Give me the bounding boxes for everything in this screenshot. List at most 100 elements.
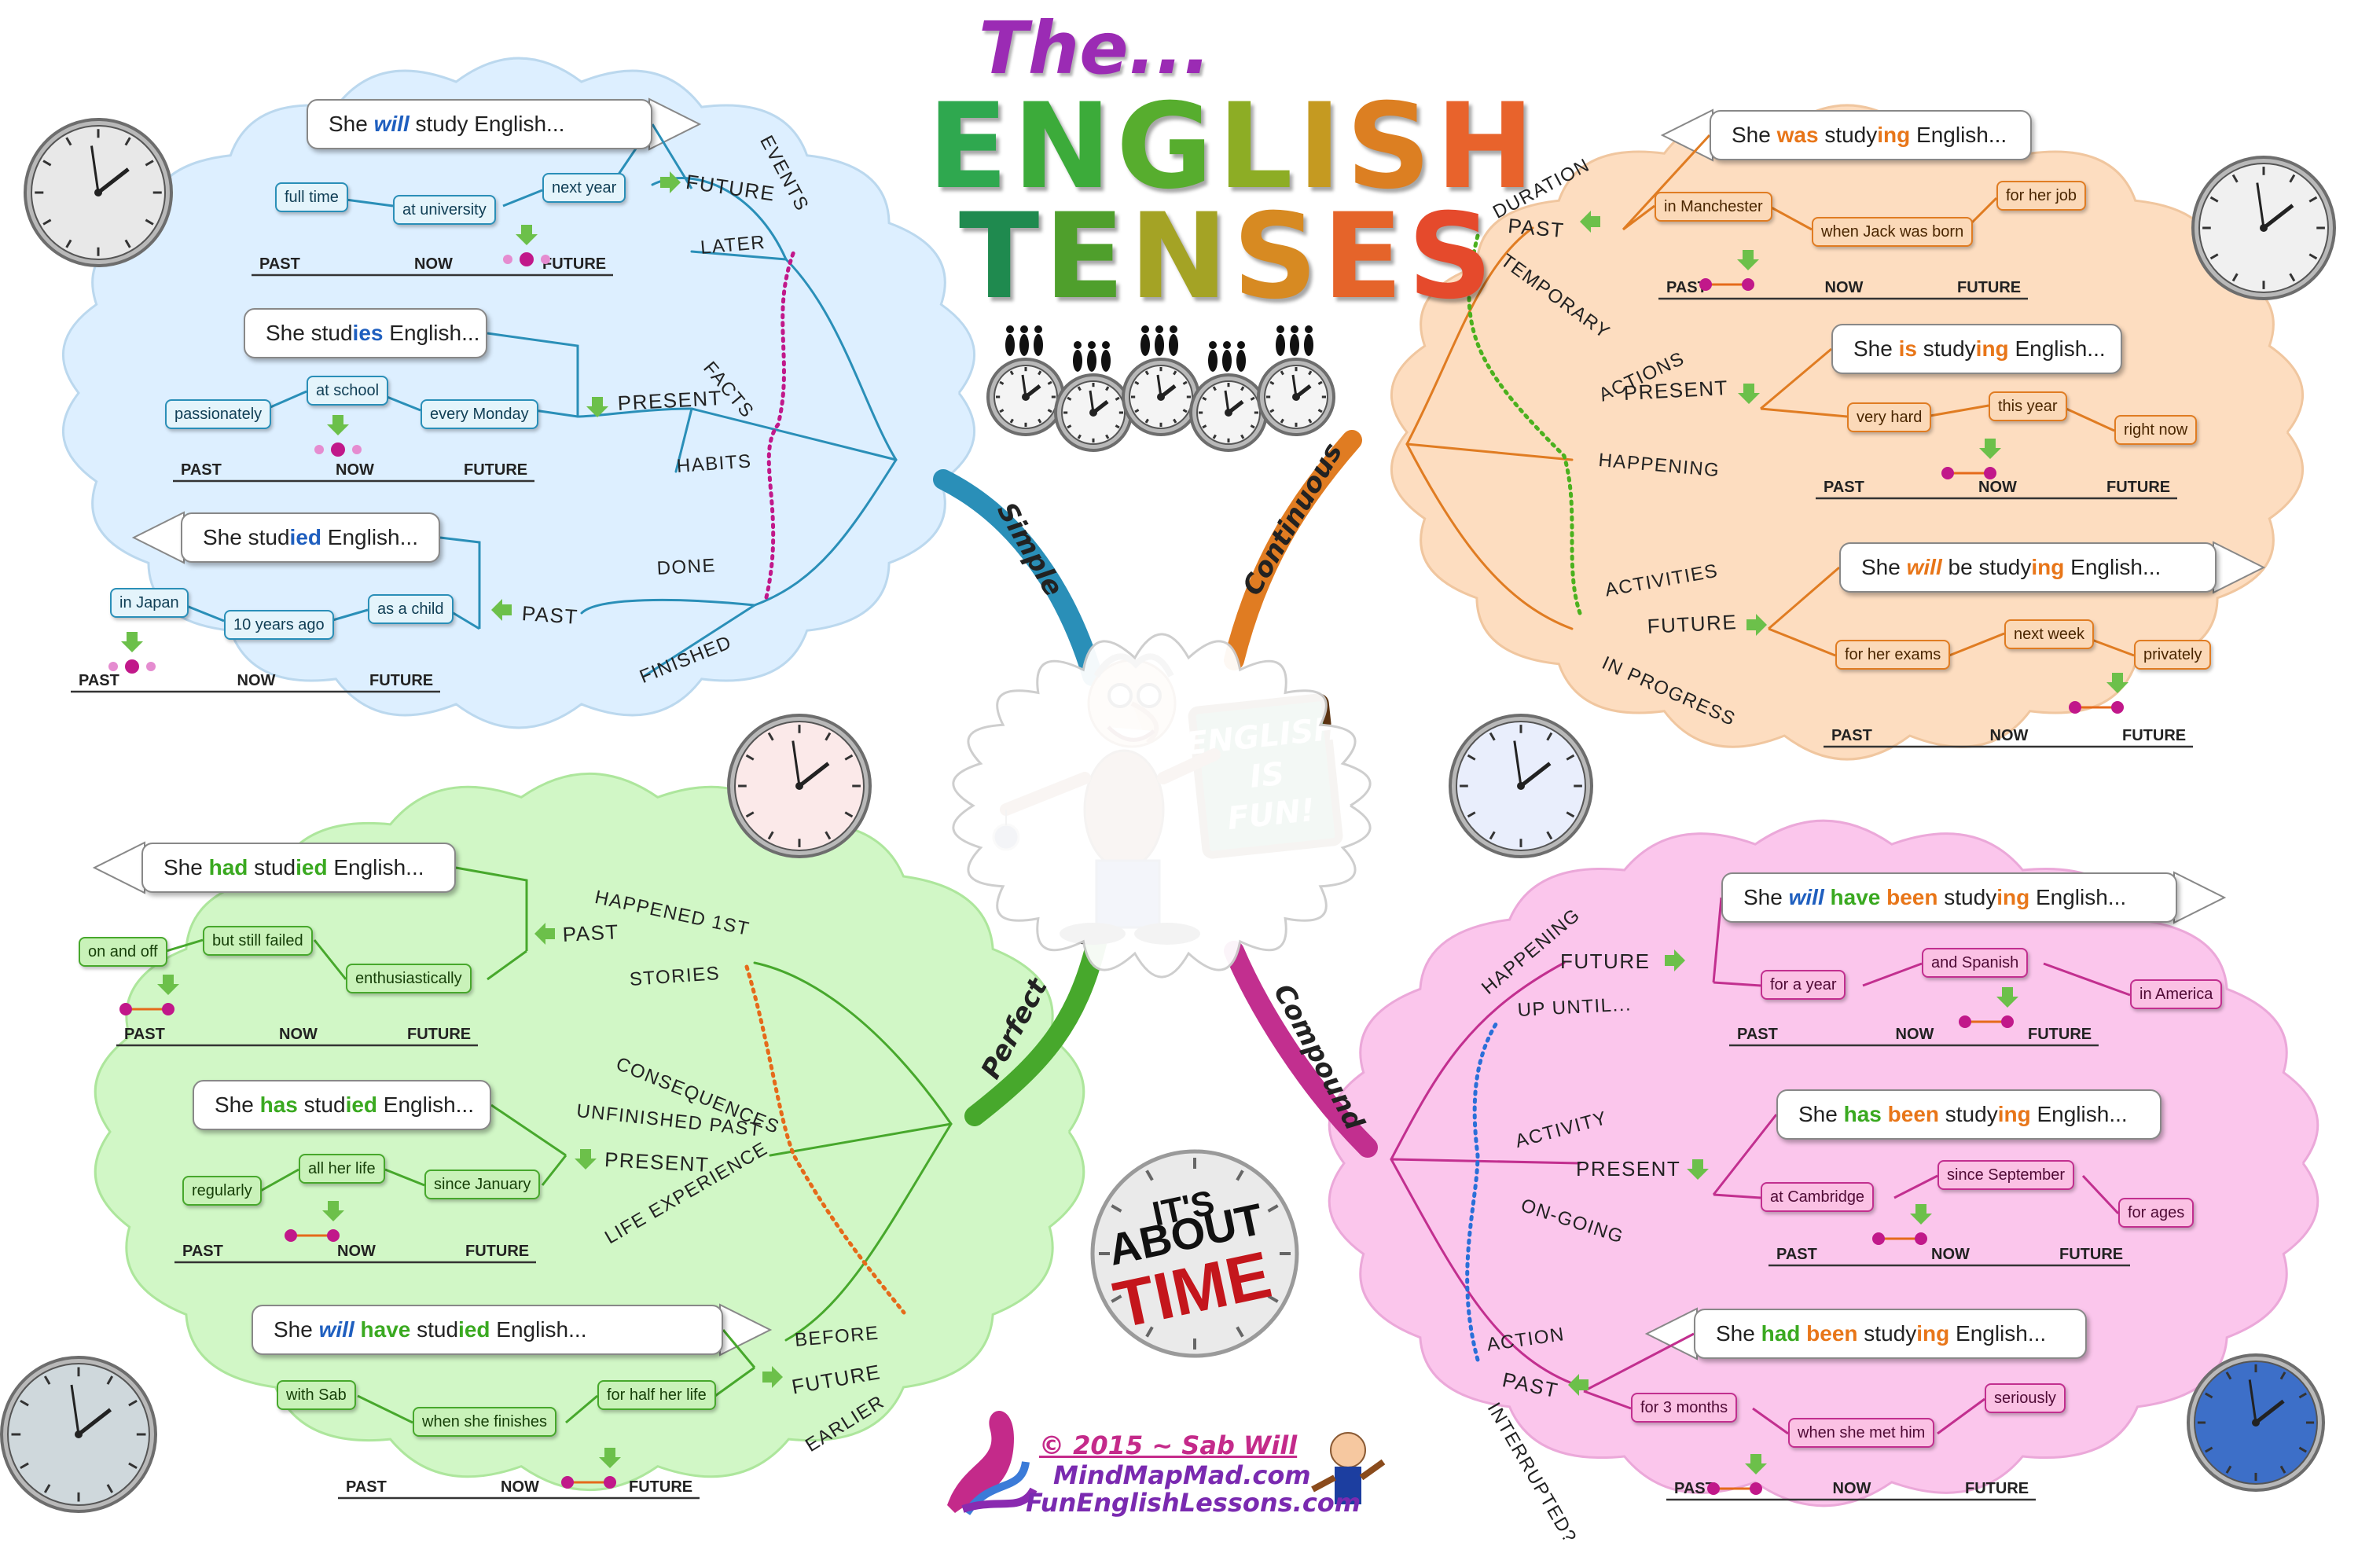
box-right-now: right now xyxy=(2114,415,2198,445)
clock-gears-icon-tick xyxy=(128,1462,138,1470)
box-at-cambridge: at Cambridge xyxy=(1761,1182,1875,1212)
clock-blue-icon-hand xyxy=(2248,1379,2257,1423)
perf-past-mark-dot xyxy=(119,1003,132,1015)
runner-icon xyxy=(1140,334,1150,356)
callout-simple-present: She studies English... xyxy=(244,308,487,358)
callout-perf-past-arrow xyxy=(92,841,145,894)
perf-future-mark-dot xyxy=(604,1476,616,1489)
timeline-future: FUTURE xyxy=(542,255,606,273)
callout-part: She xyxy=(1716,1321,1761,1346)
clock-runner-blue-icon-hand xyxy=(1519,762,1552,788)
clock-melting-icon-tick xyxy=(145,160,154,167)
clock-runner-blue-icon-tick xyxy=(1467,811,1476,818)
title-letter: H xyxy=(1435,79,1540,215)
clock-runner-icon-tick xyxy=(767,831,774,840)
callout-part: She xyxy=(1798,1102,1844,1126)
title-letter: S xyxy=(1407,189,1497,325)
clock-spiral-icon-tick xyxy=(2289,273,2296,282)
branch-label-continuous: Continuous xyxy=(1236,438,1349,601)
small-clock-icon-tick xyxy=(999,380,1005,385)
clock-runner-icon-tick xyxy=(745,754,755,761)
callout-part: English... xyxy=(1949,1321,2047,1346)
title-letter: T xyxy=(959,189,1045,325)
clock-spiral-icon-hand xyxy=(2256,182,2265,229)
callout-part: English... xyxy=(2064,555,2162,579)
timeline-past: PAST xyxy=(346,1478,387,1496)
callout-part: ing xyxy=(1877,123,1911,147)
callout-part: been xyxy=(1800,1321,1858,1346)
timeline-past: PAST xyxy=(1737,1026,1778,1043)
timeline-past: PAST xyxy=(259,255,300,273)
runner-icon xyxy=(1222,350,1232,372)
badge-clockface xyxy=(1090,1149,1299,1358)
direction-arrow-icon xyxy=(327,415,349,435)
callout-part: She xyxy=(203,525,248,549)
direction-arrow-icon xyxy=(491,599,512,621)
perf-net-1 xyxy=(753,961,953,1126)
small-clock-icon-tick xyxy=(1173,370,1177,376)
callout-part: study xyxy=(1857,1321,1917,1346)
copyright-text: © 2015 ~ Sab Will xyxy=(1039,1430,1298,1460)
runner-head-icon xyxy=(1209,341,1217,349)
clock-runner-icon-tick xyxy=(825,831,832,840)
callout-comp-future: She will have been studying English... xyxy=(1721,872,2177,923)
box-in-america: in America xyxy=(2130,979,2223,1009)
small-clock-icon-tick xyxy=(1105,434,1110,439)
callout-part: ied xyxy=(289,525,322,549)
clock-spiral-icon-tick xyxy=(2231,273,2239,282)
runner-icon xyxy=(1019,334,1029,356)
clock-spiral-icon-tick xyxy=(2231,174,2239,183)
title-letter: E xyxy=(1322,189,1408,325)
comp-present-mark-dot xyxy=(1872,1232,1885,1245)
small-clock-icon-tick xyxy=(1317,380,1323,385)
timeline-past: PAST xyxy=(1776,1246,1817,1263)
small-clock-icon-tick xyxy=(1269,380,1275,385)
clock-gears-icon-tick xyxy=(43,1484,51,1493)
callout-part: has xyxy=(1843,1102,1882,1126)
small-clock-icon-tick xyxy=(1077,434,1082,439)
runner-icon xyxy=(1208,350,1218,372)
clock-gears-icon-tick xyxy=(20,1462,29,1470)
small-clock-icon-tick xyxy=(1144,370,1149,376)
perf-present-mark-dot xyxy=(327,1229,340,1242)
clock-melting-icon-hand xyxy=(97,167,130,194)
direction-arrow-icon xyxy=(1979,439,2001,459)
box-connector xyxy=(1622,134,1998,231)
timeline-future: FUTURE xyxy=(369,672,433,689)
callout-part: English... xyxy=(490,1317,587,1342)
callout-part: ies xyxy=(352,321,384,345)
title-tenses: TENSES xyxy=(959,189,1497,325)
perf-dotted xyxy=(744,964,906,1315)
title-english: ENGLISH xyxy=(927,79,1539,215)
badge-tick xyxy=(1111,1204,1122,1213)
simple-past-dot xyxy=(125,659,139,674)
cont-future-mark-dot xyxy=(2069,701,2081,714)
direction-arrow-icon xyxy=(575,1149,597,1170)
branch-simple xyxy=(933,469,1103,686)
box-when-jack-born: when Jack was born xyxy=(1812,217,1974,247)
runner-head-icon xyxy=(1006,325,1014,333)
small-clock-icon-tick xyxy=(999,409,1005,413)
cloud-center-shape xyxy=(952,633,1372,979)
runner-icon xyxy=(1101,350,1111,372)
clock-blue-icon-tick xyxy=(2205,1446,2213,1453)
runner-head-icon xyxy=(1074,341,1082,349)
small-clock-icon-pin xyxy=(1022,393,1030,401)
clock-runner-icon xyxy=(727,714,872,858)
callout-part: was xyxy=(1776,123,1819,147)
callout-perf-past: She had studied English... xyxy=(141,843,456,893)
callout-simple-past: She studied English... xyxy=(181,512,440,563)
comp-net-1 xyxy=(1390,961,1566,1161)
direction-arrow-icon xyxy=(586,397,608,417)
box-for-a-year: for a year xyxy=(1761,970,1846,1000)
simple-net-5 xyxy=(690,250,788,261)
box-very-hard: very hard xyxy=(1847,402,1932,432)
cont-net-2 xyxy=(1405,442,1574,461)
direction-arrow-icon xyxy=(1580,211,1600,233)
small-clock-icon-tick xyxy=(1308,370,1313,376)
timeline-future: FUTURE xyxy=(407,1026,471,1043)
